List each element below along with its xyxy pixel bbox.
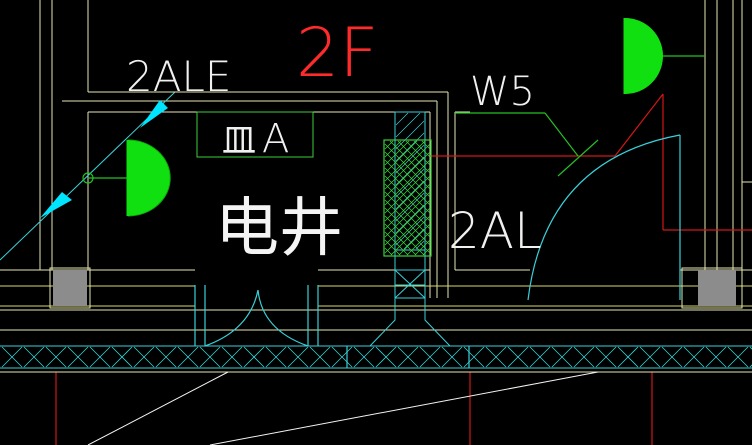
panel-2al-box — [383, 139, 432, 257]
panel-label-2al: 2AL — [448, 202, 542, 260]
shaft-hatch — [395, 112, 425, 250]
red-wire-runs — [55, 93, 752, 445]
ale-leader — [0, 91, 176, 261]
wire-label-w5: W5 — [470, 69, 535, 115]
panel-label-2ale: 2ALE — [126, 52, 231, 101]
arrow-head-upper — [140, 100, 168, 128]
room-tag: 皿 A — [196, 111, 314, 162]
right-wall-lines — [704, 0, 752, 270]
room-tag-letter: A — [262, 116, 289, 162]
white-diagonals — [87, 371, 599, 445]
right-door-swing — [527, 134, 681, 301]
room-tag-box-char: 皿 — [222, 121, 256, 161]
room-label: 电井 — [215, 192, 343, 266]
light-fixture-left — [88, 139, 171, 217]
column-outlines — [49, 267, 743, 309]
cross-hatch-band — [0, 346, 752, 368]
w5-leader — [455, 112, 599, 177]
column-right — [698, 270, 736, 306]
floor-label: 2F — [296, 14, 378, 93]
arrow-head-lower — [40, 192, 72, 218]
panel-2al-hatch — [384, 140, 431, 256]
lower-double-door — [194, 285, 470, 368]
column-left — [53, 270, 87, 306]
floor-wall-strips — [0, 269, 752, 373]
light-fixture-right — [623, 18, 705, 94]
